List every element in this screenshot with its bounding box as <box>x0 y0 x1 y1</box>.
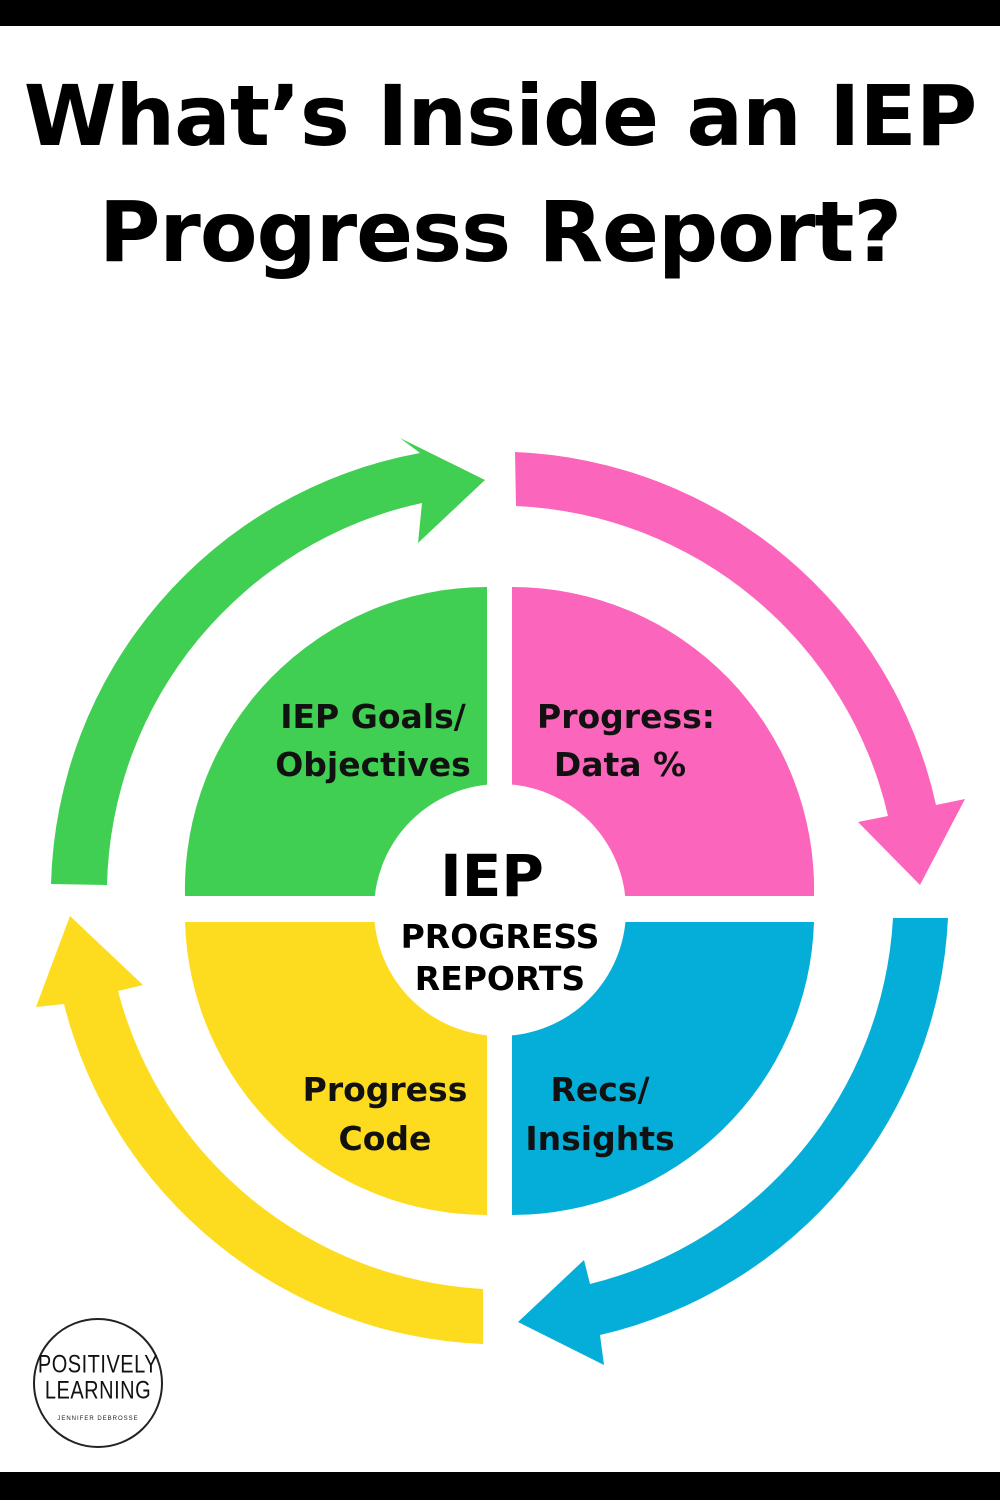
quadrant-goals-label-line2: Objectives <box>275 745 471 784</box>
cycle-arrow-yellow <box>36 916 483 1344</box>
center-label-progress: PROGRESS <box>401 917 600 956</box>
bottom-border <box>0 1472 1000 1500</box>
logo-subtitle: JENNIFER DEBROSSE <box>57 1416 139 1422</box>
quadrant-data-label-line1: Progress: <box>537 697 715 736</box>
outer-arrows <box>36 438 965 1365</box>
top-border <box>0 0 1000 26</box>
quadrant-data-label-line2: Data % <box>554 745 686 784</box>
quadrant-goals-label-line1: IEP Goals/ <box>280 697 466 736</box>
quadrant-code-label-line1: Progress <box>303 1070 468 1109</box>
center-label-reports: REPORTS <box>415 959 585 998</box>
quadrant-data <box>512 587 815 896</box>
center-hub <box>374 784 626 1036</box>
cycle-arrow-pink <box>515 452 965 885</box>
quadrant-recs-label-line2: Insights <box>525 1119 674 1158</box>
logo-line2: LEARNING <box>44 1377 152 1405</box>
quadrant-recs-label-line1: Recs/ <box>550 1070 650 1109</box>
cycle-arrow-green <box>51 438 485 885</box>
cycle-arrow-blue <box>518 918 948 1365</box>
positively-learning-logo: POSITIVELY LEARNING JENNIFER DEBROSSE <box>33 1318 163 1448</box>
quadrant-goals <box>184 587 487 896</box>
page-title: What’s Inside an IEP Progress Report? <box>23 67 978 281</box>
logo-line1: POSITIVELY <box>37 1351 159 1379</box>
center-label-iep: IEP <box>440 842 544 910</box>
quadrant-code-label-line2: Code <box>339 1119 432 1158</box>
